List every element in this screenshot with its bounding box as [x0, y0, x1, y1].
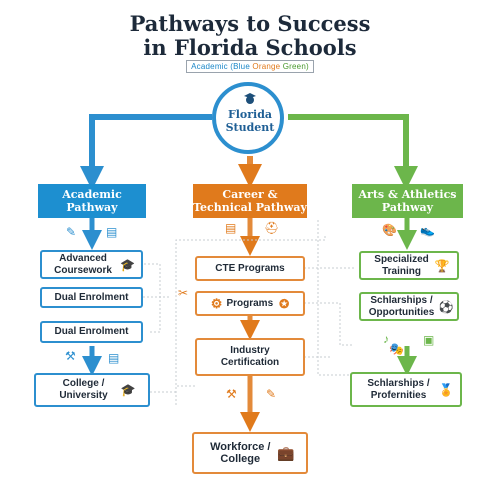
medal-icon: 🏅 — [438, 382, 454, 397]
wrench-icon-2: ✎ — [266, 387, 277, 401]
college-university-box: College / University 🎓 — [34, 373, 150, 407]
book-icon-2: ▤ — [108, 351, 120, 365]
trophy-icon: 🏆 — [434, 258, 450, 273]
easel-icon: ▣ — [423, 333, 435, 347]
advanced-coursework-box: Advanced Coursework 🎓 — [40, 250, 143, 279]
legend-academic: Academic (Blue — [191, 62, 250, 71]
music-note-icon: ♪ — [383, 332, 389, 346]
programs-label: Programs — [226, 297, 274, 309]
scholarships-profernities-label: Schlarships / Profernities — [367, 377, 430, 401]
dual-enrolment-box-1: Dual Enrolment — [40, 287, 143, 308]
advanced-coursework-label: Advanced Coursework — [54, 252, 112, 276]
hard-hat-icon: ⛑ — [264, 221, 280, 235]
soccer-ball-icon: ⚽ — [438, 299, 454, 314]
college-university-label: College / University — [59, 378, 108, 401]
specialized-training-label: Specialized Training — [374, 253, 429, 277]
scholarships-opportunities-box: Schlarships / Opportunities ⚽ — [359, 292, 459, 321]
badge-icon: ✪ — [279, 296, 290, 311]
briefcase-icon: 💼 — [277, 445, 295, 461]
title-line-1: Pathways to Success — [129, 11, 371, 36]
tools-icon: ⚒ — [65, 349, 76, 363]
arrow-to-arts — [288, 114, 418, 190]
wrench-icon: ✂ — [178, 286, 189, 300]
cte-programs-box: CTE Programs — [195, 256, 305, 281]
scholarships-opportunities-label: Schlarships / Opportunities — [368, 294, 435, 318]
academic-pathway-header: Academic Pathway — [38, 184, 146, 218]
arts-pathway-header: Arts & Athletics Pathway — [352, 184, 463, 218]
dual-enrolment-box-2: Dual Enrolment — [40, 321, 143, 343]
theater-masks-icon: 🎭 — [389, 342, 404, 356]
specialized-training-box: Specialized Training 🏆 — [359, 251, 459, 280]
sneaker-icon: 👟 — [420, 223, 435, 237]
screwdriver-icon: ⚒ — [226, 387, 237, 401]
palette-icon: 🎨 — [382, 223, 397, 237]
workforce-college-label: Workforce / College — [210, 441, 271, 465]
programs-box: ⚙ Programs ✪ — [195, 291, 305, 316]
florida-student-node: Florida Student — [212, 82, 284, 154]
graduation-cap-icon-2: 🎓 — [120, 383, 136, 397]
industry-certification-box: Industry Certification — [195, 338, 305, 376]
scholarships-profernities-box: Schlarships / Profernities 🏅 — [350, 372, 462, 407]
pencil-icon: ✎ — [66, 225, 77, 239]
legend-cte: Orange — [252, 62, 281, 71]
book-icon-cte: ▤ — [225, 221, 237, 235]
legend: Academic (Blue Orange Green) — [186, 60, 314, 73]
book-icon: ▤ — [106, 225, 118, 239]
cte-pathway-header: Career & Technical Pathway — [193, 184, 307, 218]
workforce-college-box: Workforce / College 💼 — [192, 432, 308, 474]
graduation-cap-icon: 🎓 — [120, 257, 135, 272]
industry-certification-label: Industry Certification — [220, 345, 280, 368]
center-label: Florida Student — [225, 108, 275, 134]
legend-arts: Green) — [282, 62, 309, 71]
gears-icon: ⚙ — [210, 295, 223, 311]
title-line-2: in Florida Schools — [143, 35, 357, 60]
graduate-icon — [243, 92, 257, 104]
arrow-to-academic — [80, 114, 212, 190]
